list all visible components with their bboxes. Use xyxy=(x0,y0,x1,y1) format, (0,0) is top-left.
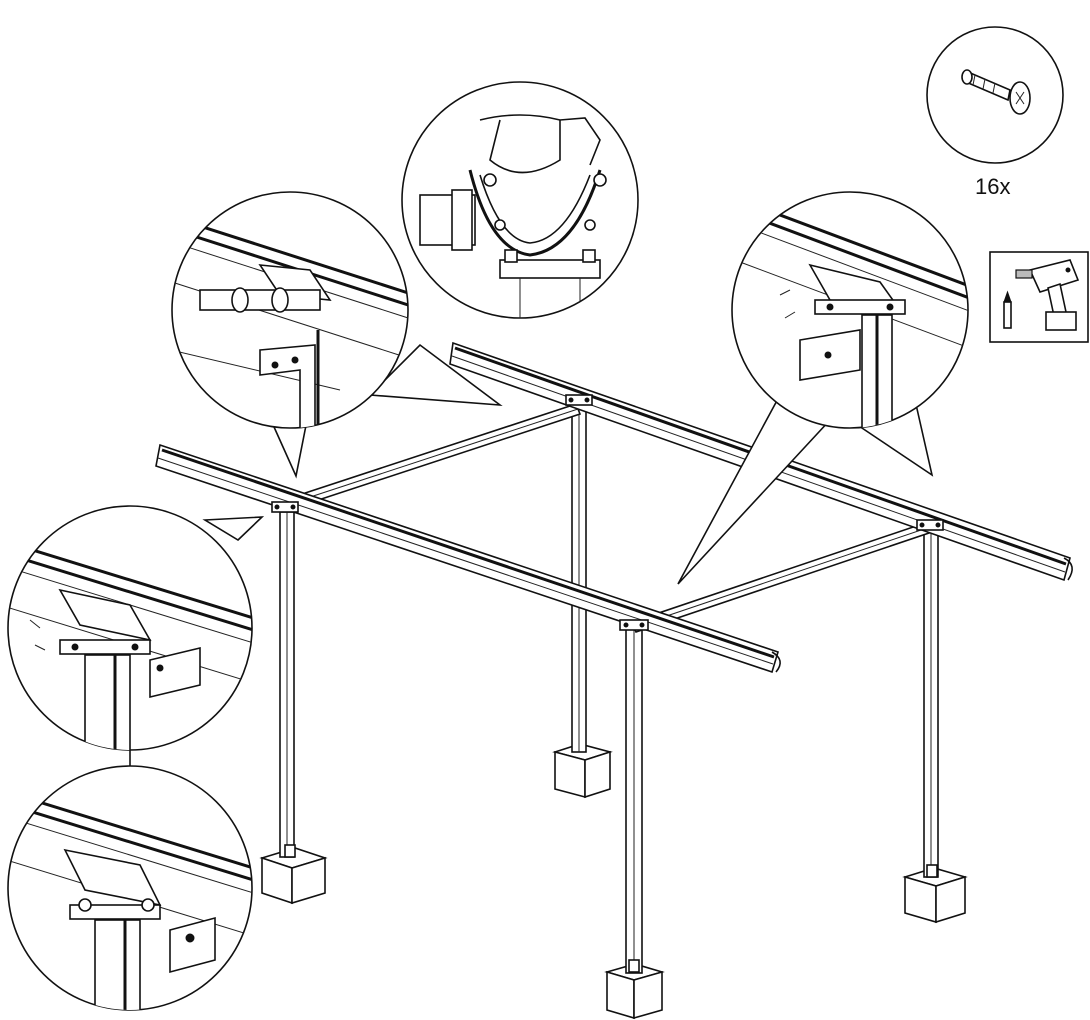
post-front-center xyxy=(625,627,643,974)
footing-right xyxy=(902,867,968,924)
detail-left-middle xyxy=(7,505,253,751)
detail-top-right xyxy=(731,191,969,429)
post-left xyxy=(279,511,296,858)
screw-callout: 16x xyxy=(926,26,1064,199)
post-back-center xyxy=(571,401,587,753)
tools-box xyxy=(989,251,1089,343)
bracket-back-center xyxy=(565,394,593,406)
screw-icon xyxy=(961,69,1031,115)
post-right xyxy=(923,529,939,878)
drill-icon xyxy=(1015,259,1080,331)
bracket-back-right xyxy=(916,519,944,531)
footing-back-center xyxy=(552,743,613,799)
screw-quantity: 16x xyxy=(975,174,1010,199)
detail-top-left xyxy=(171,191,409,429)
detail-left-bottom xyxy=(7,765,253,1011)
rail-front xyxy=(155,443,781,674)
cross-beam-front-right xyxy=(630,520,934,634)
bracket-front-left xyxy=(271,501,299,513)
bracket-front-center xyxy=(619,619,649,631)
footing-left xyxy=(259,847,328,905)
detail-top-middle xyxy=(401,81,639,319)
bit-icon xyxy=(1003,290,1012,329)
